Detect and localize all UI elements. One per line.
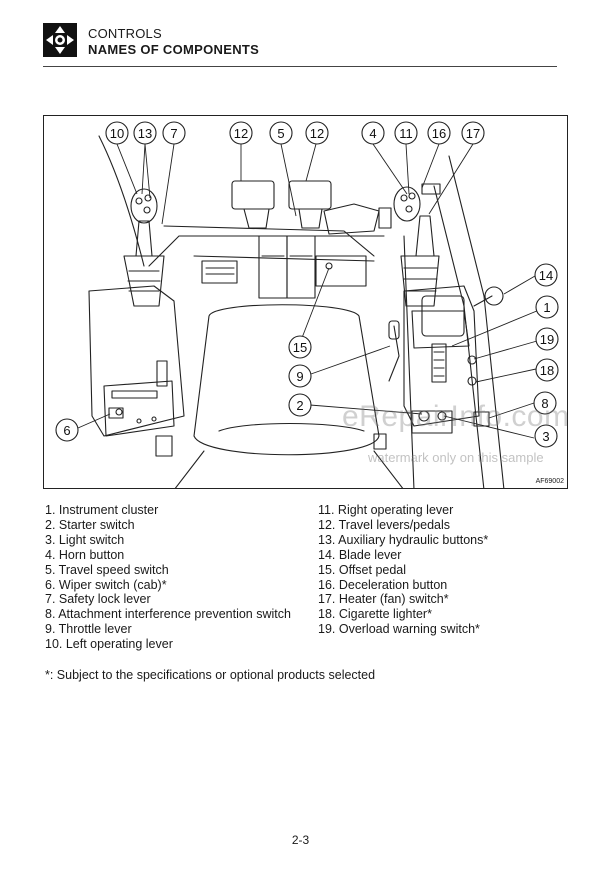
- callout-circle: [534, 263, 558, 287]
- callout-circle: [288, 393, 312, 417]
- callout-circle: [461, 121, 485, 145]
- legend-item: 10. Left operating lever: [45, 637, 173, 652]
- legend-item: 3. Light switch: [45, 532, 125, 547]
- legend-item: 7. Safety lock lever: [45, 592, 151, 607]
- legend-item: 19. Overload warning switch*: [318, 622, 480, 637]
- callout-circle: [535, 358, 559, 382]
- callout-circle: [133, 121, 157, 145]
- callout-circle: [533, 391, 557, 415]
- callout-label: 16: [432, 126, 446, 141]
- callout-label: 19: [540, 332, 554, 347]
- legend-item: 17. Heater (fan) switch*: [318, 592, 449, 607]
- page-number: 2-3: [291, 833, 310, 847]
- legend-item: 4. Horn button: [45, 547, 125, 562]
- watermark-subtext: watermark only on this sample: [368, 450, 544, 465]
- callout-circle: [288, 335, 312, 359]
- callout-label: 4: [369, 126, 376, 141]
- callout-circle: [535, 327, 559, 351]
- callout-leaders: [77, 143, 545, 439]
- callout-circle: [269, 121, 293, 145]
- callout-label: 9: [296, 369, 303, 384]
- legend-item: 11. Right operating lever: [318, 503, 454, 517]
- legend-item: 12. Travel levers/pedals: [318, 517, 451, 532]
- callout-circle: [535, 295, 559, 319]
- legend-item: 14. Blade lever: [318, 547, 402, 562]
- callout-circle: [394, 121, 418, 145]
- callout-label: 18: [540, 363, 554, 378]
- callout-label: 1: [543, 300, 550, 315]
- legend-item: 1. Instrument cluster: [45, 503, 159, 517]
- callout-circle: [55, 418, 79, 442]
- callout-labels: 10 13 7 12 5 12 4 11 16 17 14 1 19: [55, 121, 559, 448]
- callout-circle: [229, 121, 253, 145]
- callout-label: 17: [466, 126, 480, 141]
- legend-item: 5. Travel speed switch: [45, 562, 169, 577]
- legend-item: 6. Wiper switch (cab)*: [45, 577, 167, 592]
- page-title: NAMES OF COMPONENTS: [88, 42, 260, 57]
- legend-item: 2. Starter switch: [45, 517, 135, 532]
- legend-item: 16. Deceleration button: [318, 577, 448, 592]
- footnote: *: Subject to the specifications or opti…: [45, 668, 376, 682]
- callout-circle: [361, 121, 385, 145]
- callout-label: 8: [541, 396, 548, 411]
- callout-circle: [534, 424, 558, 448]
- figure-code: AF69002: [535, 478, 564, 485]
- legend-column-right: 11. Right operating lever 12. Travel lev…: [318, 503, 488, 637]
- callout-circle: [162, 121, 186, 145]
- callout-label: 10: [110, 126, 124, 141]
- callout-label: 15: [293, 340, 307, 355]
- legend-item: 18. Cigarette lighter*: [318, 607, 432, 622]
- callout-label: 6: [63, 423, 70, 438]
- section-nav-icon: [43, 23, 77, 57]
- legend-item: 13. Auxiliary hydraulic buttons*: [318, 532, 489, 547]
- operator-cab-drawing: [88, 135, 505, 488]
- callout-label: 13: [138, 126, 152, 141]
- callout-label: 12: [310, 126, 324, 141]
- callout-label: 7: [170, 126, 177, 141]
- callout-label: 5: [277, 126, 284, 141]
- legend-item: 15. Offset pedal: [318, 562, 407, 577]
- callout-label: 12: [234, 126, 248, 141]
- callout-label: 11: [399, 126, 413, 141]
- section-label: CONTROLS: [88, 26, 162, 41]
- callout-circle: [105, 121, 129, 145]
- header-divider: [43, 66, 557, 67]
- callout-label: 3: [542, 429, 549, 444]
- callout-label: 14: [539, 268, 553, 283]
- callout-circle: [288, 364, 312, 388]
- controls-illustration: 10 13 7 12 5 12 4 11 16 17 14 1 19: [43, 115, 568, 489]
- legend-item: 9. Throttle lever: [45, 622, 132, 637]
- legend-column-left: 1. Instrument cluster 2. Starter switch …: [45, 503, 291, 652]
- callout-circle: [305, 121, 329, 145]
- callout-circle: [427, 121, 451, 145]
- legend-item: 8. Attachment interference prevention sw…: [45, 607, 291, 622]
- callout-label: 2: [296, 398, 303, 413]
- watermark: eRepairInfo.com: [342, 400, 570, 433]
